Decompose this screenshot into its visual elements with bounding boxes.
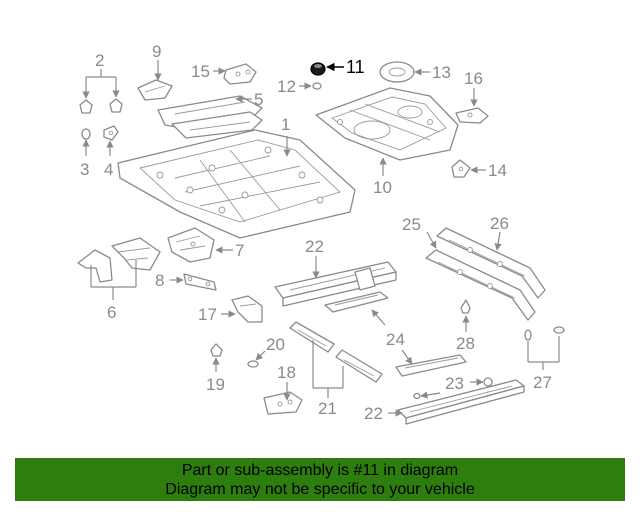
- part-cover-13: [379, 61, 415, 83]
- part-bracket-4: [103, 125, 119, 141]
- callout-12: 12: [277, 77, 296, 96]
- part-plugs-23: [413, 377, 493, 400]
- callout-22-lower: 22: [364, 404, 383, 423]
- callout-21: 21: [318, 399, 337, 418]
- part-plug-19: [210, 343, 223, 357]
- part-rear-floor-pan: [315, 87, 459, 161]
- part-brace-24-lower: [395, 354, 467, 377]
- callout-9: 9: [152, 42, 161, 61]
- parts-diagram: 1 2 3 4 5 6 7 8 9 10 11 12 13 14 15 16 1…: [77, 42, 565, 425]
- callout-17: 17: [198, 305, 217, 324]
- callout-24: 24: [386, 330, 405, 349]
- part-bracket-14: [451, 159, 471, 178]
- callout-11: 11: [346, 57, 365, 77]
- callout-3: 3: [80, 160, 89, 179]
- part-bracket-16: [455, 107, 489, 124]
- part-cross-member-22-upper: [274, 261, 397, 307]
- part-plugs-27: [524, 326, 565, 341]
- part-grommet-20: [247, 360, 259, 368]
- callout-19: 19: [206, 375, 225, 394]
- part-plug-11: [310, 62, 326, 76]
- callout-18: 18: [277, 363, 296, 382]
- callout-7: 7: [235, 241, 244, 260]
- callout-16: 16: [464, 69, 483, 88]
- banner-line-part: Part or sub-assembly is #11 in diagram: [181, 462, 459, 479]
- callout-22-upper: 22: [305, 237, 324, 256]
- part-side-rail-26: [436, 227, 546, 299]
- part-rails-21: [289, 321, 383, 383]
- part-front-floor-pan: [117, 129, 356, 239]
- part-plate-8: [183, 273, 217, 291]
- part-bracket-17: [231, 295, 263, 323]
- part-side-rail-25: [425, 249, 536, 321]
- part-cross-member-5: [157, 95, 263, 139]
- callout-23: 23: [445, 374, 464, 393]
- callout-4: 4: [104, 160, 113, 179]
- part-bracket-18: [263, 391, 303, 415]
- part-plug-28: [460, 299, 471, 314]
- info-banner: Part or sub-assembly is #11 in diagram D…: [15, 458, 625, 501]
- part-brackets-6: [77, 237, 161, 283]
- callout-1: 1: [281, 115, 290, 134]
- callout-2: 2: [95, 51, 104, 70]
- callout-14: 14: [488, 161, 507, 180]
- part-grommet-12: [312, 82, 322, 90]
- part-plug-3: [81, 128, 91, 140]
- banner-line-disclaimer: Diagram may not be specific to your vehi…: [165, 481, 475, 498]
- leader-lines: [82, 60, 560, 417]
- part-bracket-15: [223, 63, 257, 85]
- callout-27: 27: [533, 373, 552, 392]
- callout-labels: 1 2 3 4 5 6 7 8 9 10 11 12 13 14 15 16 1…: [80, 42, 552, 423]
- callout-25: 25: [402, 215, 421, 234]
- callout-5: 5: [254, 90, 263, 109]
- callout-20: 20: [266, 335, 285, 354]
- callout-26: 26: [490, 214, 509, 233]
- callout-6: 6: [107, 303, 116, 322]
- part-plugs-2: [79, 98, 123, 114]
- part-sill-22-lower: [397, 379, 525, 425]
- callout-10: 10: [373, 178, 392, 197]
- part-bracket-7: [167, 227, 215, 263]
- callout-15: 15: [191, 62, 210, 81]
- callout-13: 13: [432, 63, 451, 82]
- callout-28: 28: [456, 334, 475, 353]
- part-bracket-9: [137, 79, 173, 101]
- part-brace-24-upper: [324, 291, 389, 313]
- callout-8: 8: [155, 271, 164, 290]
